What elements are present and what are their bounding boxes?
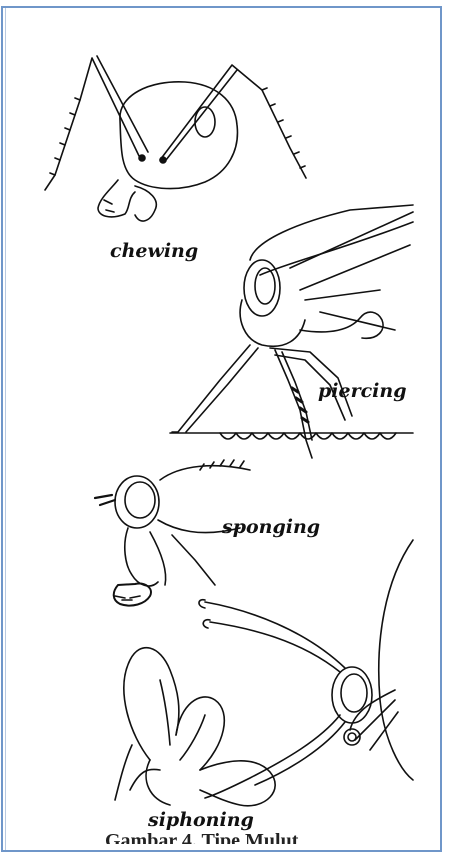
siphoning-butterfly-drawing	[115, 540, 413, 806]
label-piercing: piercing	[318, 380, 407, 402]
piercing-insect-drawing	[170, 205, 413, 458]
label-sponging: sponging	[222, 516, 320, 538]
figure-caption-text: Gambar 4. Tipe Mulut	[105, 830, 405, 844]
label-chewing: chewing	[110, 240, 198, 262]
chewing-ant-head-drawing	[45, 56, 306, 221]
figure-caption: Gambar 4. Tipe Mulut	[105, 826, 405, 844]
